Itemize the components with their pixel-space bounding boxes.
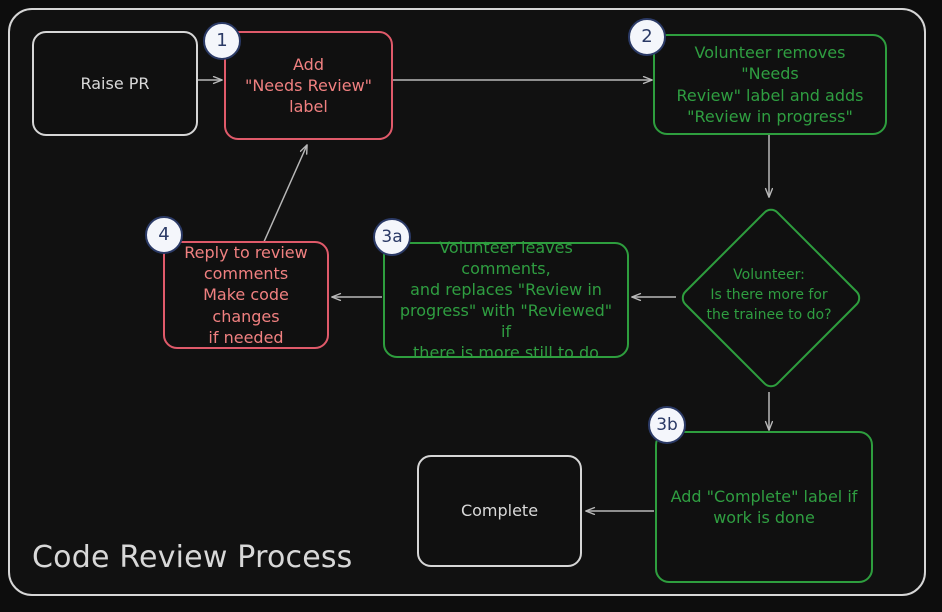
badge-3b-text: 3b [656,414,678,435]
badge-1: 1 [203,22,241,60]
badge-3a: 3a [373,218,411,256]
node-add-needs-review-label-text: Add "Needs Review" label [244,54,373,117]
badge-4-text: 4 [158,224,170,245]
badge-2: 2 [628,18,666,56]
node-raise-pr[interactable]: Raise PR [32,31,198,136]
badge-2-text: 2 [641,26,653,47]
node-complete-label: Complete [460,501,539,521]
diagram-title: Code Review Process [32,540,353,575]
node-volunteer-removes-label-text: Volunteer removes "Needs Review" label a… [676,43,864,126]
badge-3b: 3b [648,406,686,444]
node-add-complete-label-text: Add "Complete" label if work is done [670,486,858,527]
badge-1-text: 1 [216,30,228,51]
node-complete[interactable]: Complete [417,455,582,567]
node-volunteer-leaves-comments-label: Volunteer leaves comments, and replaces … [399,237,613,363]
node-raise-pr-label: Raise PR [80,73,150,93]
badge-3a-text: 3a [381,226,403,247]
node-reply-to-review-label: Reply to review comments Make code chang… [184,243,308,347]
node-add-complete-label[interactable]: Add "Complete" label if work is done [655,431,873,583]
node-volunteer-leaves-comments[interactable]: Volunteer leaves comments, and replaces … [383,238,629,362]
node-decision-more-work-label: Volunteer: Is there more for the trainee… [706,267,832,323]
node-add-needs-review-label[interactable]: Add "Needs Review" label [224,31,393,140]
node-decision-more-work[interactable]: Volunteer: Is there more for the trainee… [677,204,865,392]
badge-4: 4 [145,216,183,254]
node-volunteer-removes-label[interactable]: Volunteer removes "Needs Review" label a… [653,34,887,135]
node-reply-to-review[interactable]: Reply to review comments Make code chang… [163,241,329,349]
